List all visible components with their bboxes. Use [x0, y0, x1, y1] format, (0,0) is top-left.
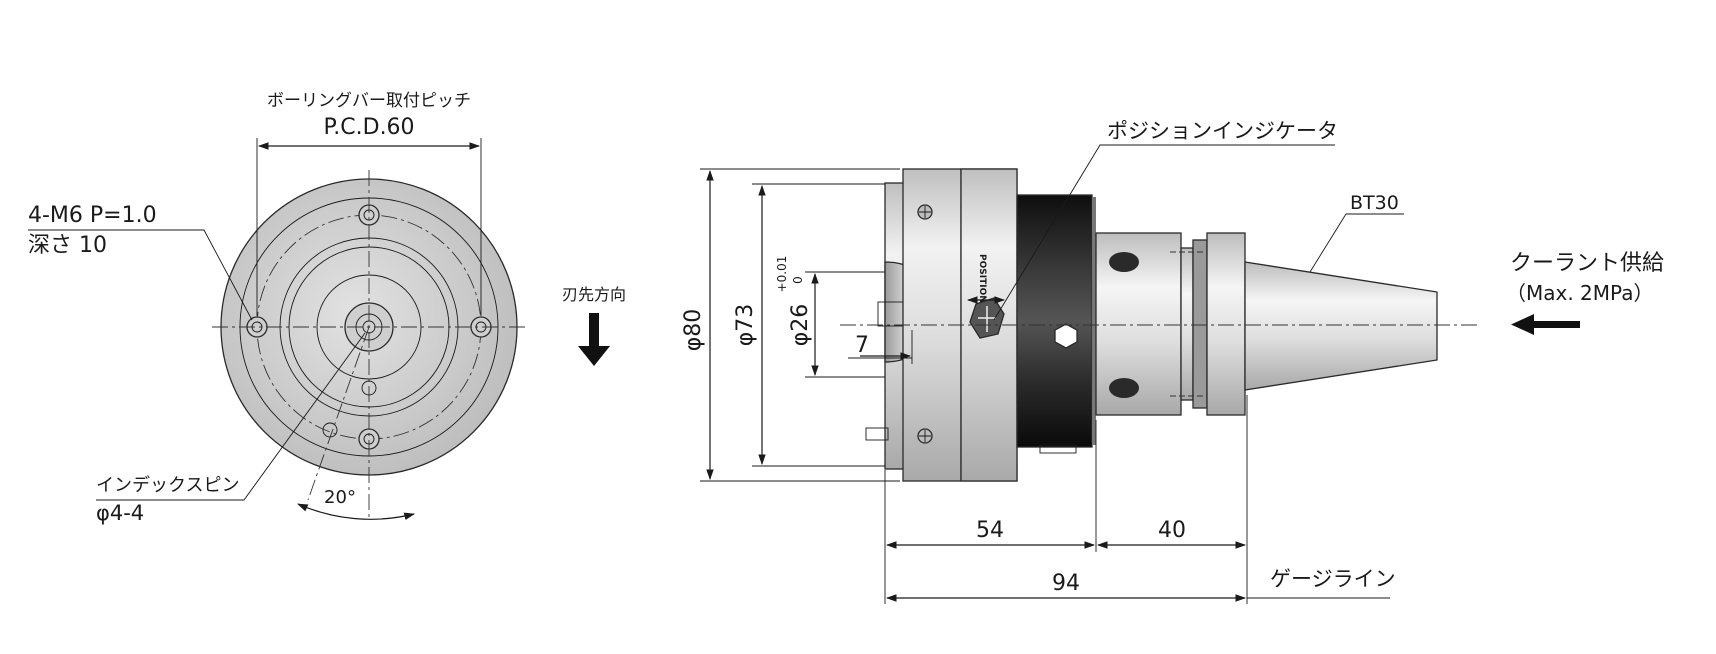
- shank-step: [1180, 247, 1194, 401]
- pcd-caption: ボーリングバー取付ピッチ: [267, 91, 471, 111]
- dia26-value: φ26: [788, 304, 813, 347]
- direction-arrow-shaft: [589, 313, 599, 349]
- drive-key-slot-bottom: [1109, 378, 1139, 398]
- thread-depth: 深さ 10: [28, 233, 107, 258]
- hex-socket: [1054, 323, 1078, 349]
- thread-leader: [28, 229, 253, 321]
- taper-label: BT30: [1350, 192, 1399, 214]
- thread-spec: 4-M6 P=1.0: [28, 203, 157, 228]
- angle-arc: [297, 503, 416, 521]
- bt30-taper: [1244, 261, 1438, 391]
- coolant-pressure: （Max. 2MPa）: [1506, 281, 1653, 305]
- position-indicator-leader: [993, 144, 1335, 321]
- side-view: POSITION クーラント供給 （Max. 2MPa） BT30 ポジ: [681, 119, 1664, 604]
- index-pin-label: インデックスピン: [96, 475, 239, 496]
- coolant-arrow-shaft: [1532, 321, 1580, 328]
- front-view: ボーリングバー取付ピッチ P.C.D.60 4-M6 P=1.0 深さ 10 イ…: [28, 91, 528, 525]
- dim54-value: 54: [976, 518, 1004, 543]
- index-pin-size: φ4-4: [96, 501, 144, 525]
- angle-value: 20°: [324, 487, 356, 508]
- coolant-label: クーラント供給: [1510, 251, 1664, 276]
- black-ring-tab: [1039, 444, 1077, 454]
- pcd-value: P.C.D.60: [323, 115, 414, 140]
- cutting-direction: 刃先方向: [562, 285, 626, 366]
- v-groove-left: [1192, 239, 1208, 409]
- position-indicator-label: ポジションインジケータ: [1107, 119, 1338, 143]
- dia26-tol-lower: 0: [791, 276, 805, 284]
- direction-arrow-head: [578, 346, 610, 366]
- dim7-value: 7: [855, 333, 869, 358]
- dim40-value: 40: [1158, 518, 1186, 543]
- v-flange: [1206, 232, 1246, 416]
- angle-ref-line: [307, 326, 370, 501]
- black-adjust-ring: [1016, 194, 1093, 448]
- position-indicator-cross: [978, 306, 996, 332]
- index-pin-leader: [96, 332, 366, 501]
- screw-bottom-cross: [919, 430, 931, 442]
- screw-top-cross: [919, 206, 931, 218]
- black-ring-edge: [1092, 197, 1096, 445]
- dia80-value: φ80: [681, 309, 706, 352]
- flange-screws: [917, 204, 933, 444]
- position-text: POSITION: [977, 254, 987, 303]
- coolant-arrow-head: [1511, 314, 1534, 335]
- drive-key-slot-top: [1109, 252, 1139, 272]
- dia26-tol-upper: +0.01: [775, 256, 789, 293]
- gauge-line-label: ゲージライン: [1270, 567, 1396, 591]
- dim94-value: 94: [1052, 571, 1080, 596]
- taper-leader: [1309, 213, 1404, 273]
- direction-label: 刃先方向: [562, 285, 626, 304]
- index-pin-stub: [865, 427, 889, 441]
- dia73-value: φ73: [733, 304, 758, 347]
